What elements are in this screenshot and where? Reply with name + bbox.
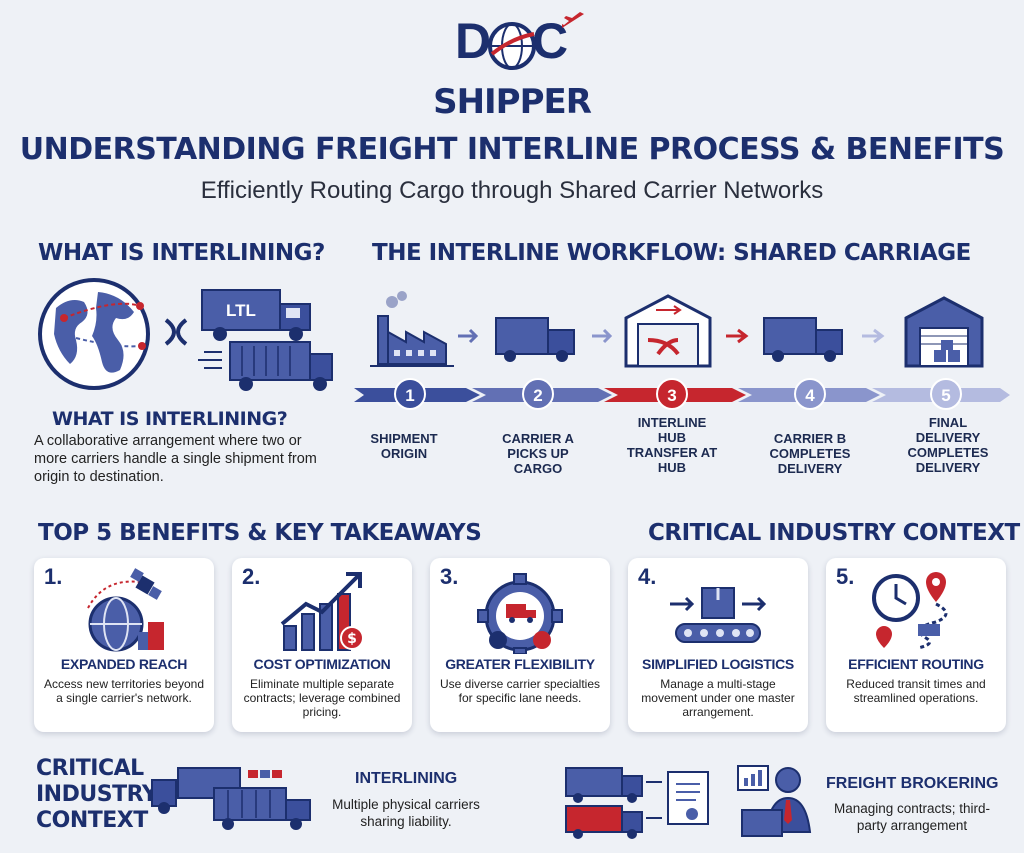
logo-text-shipper: SHIPPER [433, 82, 592, 122]
freight-brokering-illustration [565, 765, 812, 839]
benefit-3-title: GREATER FLEXIBILITY [445, 656, 595, 672]
what-is-illustration: LTL [38, 278, 333, 391]
container-truck-icon [198, 341, 333, 391]
step-3-number: 3 [656, 378, 688, 410]
benefit-card-3: 3. GREATER FLEXIBILITY Use diverse carri… [430, 558, 610, 732]
benefit-card-5: 5. EFFICIENT ROUTING Reduced transit tim… [826, 558, 1006, 732]
workflow-icons [370, 291, 984, 368]
carrier-b-truck-icon [763, 317, 843, 362]
what-is-heading: WHAT IS INTERLINING? [38, 240, 325, 266]
step-5-number: 5 [930, 378, 962, 410]
multi-carrier-trucks-icon [151, 767, 311, 830]
ltl-label: LTL [226, 301, 256, 320]
world-globe-icon [38, 278, 150, 390]
benefit-card-4: 4. SIMPLIFIED LOGISTICS Manage a multi-s… [628, 558, 808, 732]
what-is-description: A collaborative arrangement where two or… [34, 433, 317, 485]
benefit-3-description: Use diverse carrier specialties for spec… [439, 677, 601, 705]
benefit-2-title: COST OPTIMIZATION [253, 656, 391, 672]
benefit-4-number: 4. [638, 564, 657, 589]
benefits-heading: TOP 5 BENEFITS & KEY TAKEAWAYS [38, 520, 482, 546]
page-title: UNDERSTANDING FREIGHT INTERLINE PROCESS … [19, 132, 1005, 167]
benefit-5-number: 5. [836, 564, 855, 589]
interlining-description: Multiple physical carriers sharing liabi… [332, 797, 480, 829]
clock-route-icon [872, 572, 948, 650]
svg-text:$: $ [347, 631, 357, 647]
context-heading-right: CRITICAL INDUSTRY CONTEXT [648, 520, 1020, 546]
benefit-1-title: EXPANDED REACH [60, 656, 188, 672]
growth-chart-icon: $ [280, 572, 364, 651]
factory-icon [370, 291, 454, 367]
logo-plane-icon [562, 12, 584, 28]
benefit-2-number: 2. [242, 564, 261, 589]
step-2-label: CARRIER A PICKS UP CARGO [502, 431, 574, 476]
doc-shipper-logo: DOC SHIPPER [432, 6, 592, 124]
step-4-number: 4 [794, 378, 826, 410]
conveyor-box-icon [670, 587, 767, 643]
benefit-card-1: 1. EXPANDED REACH Access new territories… [34, 558, 214, 732]
brokering-title: FREIGHT BROKERING [826, 775, 999, 792]
step-5-label: FINAL DELIVERY COMPLETES DELIVERY [907, 415, 989, 475]
benefit-1-number: 1. [44, 564, 63, 589]
ltl-truck-icon [201, 289, 311, 341]
benefit-1-description: Access new territories beyond a single c… [43, 677, 205, 705]
what-is-subheading: WHAT IS INTERLINING? [52, 408, 288, 430]
brokering-description: Managing contracts; third-party arrangem… [833, 801, 991, 833]
step-3-label: INTERLINE HUB TRANSFER AT HUB [626, 415, 718, 475]
page-subtitle: Efficiently Routing Cargo through Shared… [200, 177, 824, 204]
gear-transport-icon [477, 573, 563, 654]
interline-hub-icon [624, 294, 712, 368]
benefit-3-number: 3. [440, 564, 459, 589]
interlining-title: INTERLINING [355, 770, 458, 787]
benefit-5-title: EFFICIENT ROUTING [848, 656, 984, 672]
globe-satellite-icon [87, 568, 164, 652]
benefit-2-description: Eliminate multiple separate contracts; l… [243, 677, 401, 719]
context-heading-left: CRITICAL INDUSTRY CONTEXT [36, 756, 158, 833]
workflow-heading: THE INTERLINE WORKFLOW: SHARED CARRIAGE [372, 240, 971, 266]
step-1-number: 1 [394, 378, 426, 410]
benefit-card-2: 2. $ COST OPTIMIZATION Eliminate multipl… [232, 558, 412, 732]
benefit-4-description: Manage a multi-stage movement under one … [641, 677, 795, 719]
benefit-4-title: SIMPLIFIED LOGISTICS [642, 656, 794, 672]
step-2-number: 2 [522, 378, 554, 410]
benefit-5-description: Reduced transit times and streamlined op… [846, 677, 986, 705]
step-1-label: SHIPMENT ORIGIN [370, 431, 438, 461]
final-warehouse-icon [904, 296, 984, 368]
step-4-label: CARRIER B COMPLETES DELIVERY [769, 431, 851, 476]
logo-globe-icon [488, 22, 536, 70]
carrier-a-truck-icon [495, 317, 575, 362]
